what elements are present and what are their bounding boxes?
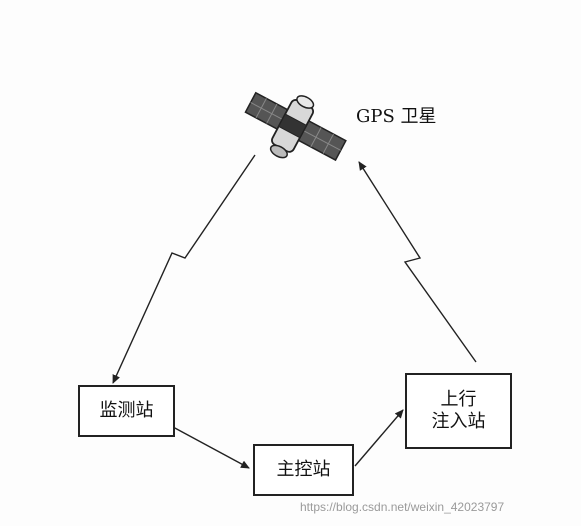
master-station-box: 主控站 — [253, 444, 354, 496]
master-station-label: 主控站 — [276, 459, 331, 480]
satellite-icon — [244, 91, 347, 162]
upload-station-label-line1: 上行 — [440, 389, 477, 410]
monitor-station-box: 监测站 — [78, 385, 175, 437]
master-to-upload-arrow — [354, 409, 404, 467]
upload-station-label-line2: 注入站 — [431, 411, 486, 432]
uplink-arrow — [358, 161, 477, 363]
monitor-to-master-arrow — [172, 426, 250, 469]
satellite-label: GPS 卫星 — [356, 106, 437, 127]
watermark-text: https://blog.csdn.net/weixin_42023797 — [300, 500, 505, 514]
upload-station-box: 上行 注入站 — [405, 373, 512, 449]
monitor-station-label: 监测站 — [99, 400, 154, 421]
downlink-arrow — [112, 154, 256, 384]
